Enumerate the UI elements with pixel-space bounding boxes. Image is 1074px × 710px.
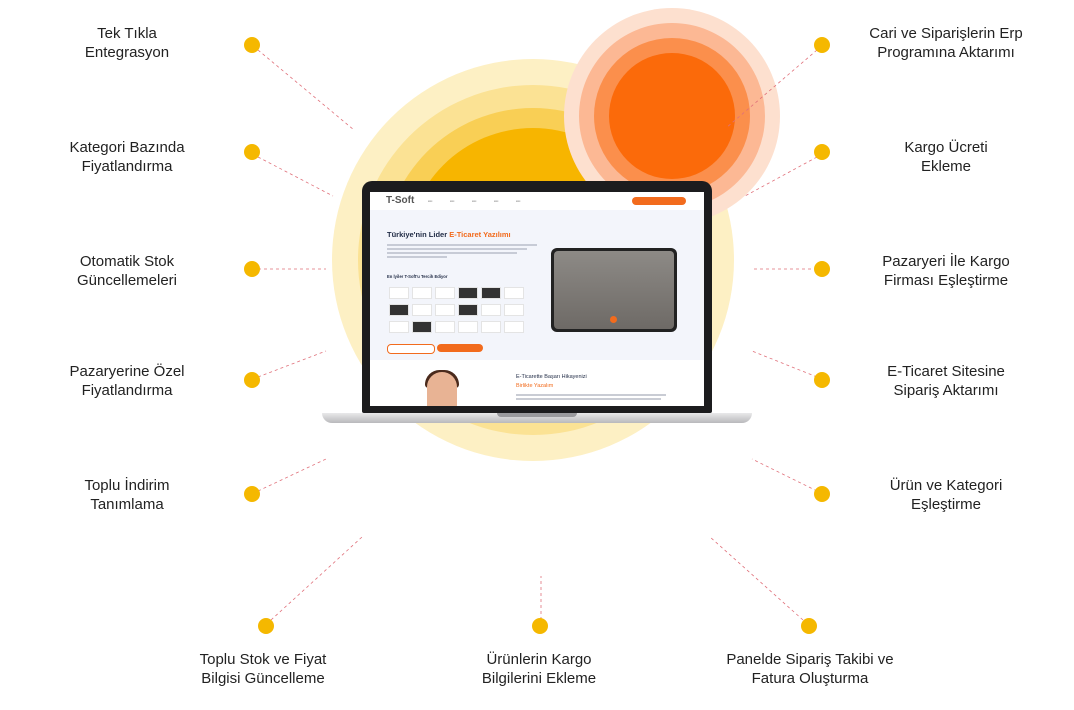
brand-logo [389, 304, 409, 316]
connector-line [270, 536, 363, 621]
connector-line [751, 350, 818, 378]
connector-line [751, 458, 818, 492]
nav-item: ▪▪▪▪ [494, 199, 499, 203]
hero-paragraph-line [387, 244, 537, 246]
feature-dot [814, 372, 830, 388]
brand-logo [389, 321, 409, 333]
connector-line [744, 156, 818, 197]
laptop-base [322, 413, 752, 423]
brand-logo [412, 287, 432, 299]
feature-dot [258, 618, 274, 634]
brand-logo [435, 304, 455, 316]
laptop-notch [497, 413, 577, 417]
site-navbar: T-Soft ▪▪▪▪ ▪▪▪▪ ▪▪▪▪ ▪▪▪▪ ▪▪▪▪ [370, 192, 704, 211]
brand-logo [435, 287, 455, 299]
feature-dot [814, 261, 830, 277]
feature-dot [814, 37, 830, 53]
story-accent: Birlikte Yazalım [516, 383, 554, 389]
story-paragraph-line [516, 398, 661, 400]
brand-logo [504, 321, 524, 333]
hero-paragraph-line [387, 248, 527, 250]
brand-logo [435, 321, 455, 333]
orange-disc-core [609, 53, 735, 179]
nav-item: ▪▪▪▪ [516, 199, 521, 203]
hero-primary-button [437, 344, 483, 352]
story-paragraph-line [516, 394, 666, 396]
nav-item: ▪▪▪▪ [472, 199, 477, 203]
hero-paragraph-line [387, 252, 517, 254]
brand-logo [412, 321, 432, 333]
connector-line [709, 536, 804, 621]
nav-cta-button [632, 197, 686, 205]
brand-logo [412, 304, 432, 316]
feature-dot [244, 261, 260, 277]
nav-item: ▪▪▪▪ [428, 199, 433, 203]
connector-line [257, 458, 327, 492]
brand-logo [504, 304, 524, 316]
play-icon [610, 316, 617, 323]
hero-secondary-button [387, 344, 435, 354]
connector-line [725, 49, 818, 129]
connector-line [257, 156, 334, 197]
tsoft-logo: T-Soft [386, 195, 415, 206]
feature-dot [814, 144, 830, 160]
story-title: E-Ticarette Başarı Hikayenizi [516, 374, 587, 380]
brand-logo [458, 287, 478, 299]
feature-dot [244, 372, 260, 388]
brand-logo [458, 321, 478, 333]
person-photo [427, 372, 457, 406]
brand-logo [458, 304, 478, 316]
brand-logo [481, 304, 501, 316]
brand-logo [389, 287, 409, 299]
connector-line [257, 49, 355, 131]
feature-dot [244, 144, 260, 160]
nav-item: ▪▪▪▪ [450, 199, 455, 203]
feature-dot [801, 618, 817, 634]
connector-line [257, 350, 327, 378]
feature-dot [244, 37, 260, 53]
brands-title: En İyiler T-Soft'u Tercih Ediyor [387, 274, 448, 279]
brand-logo [481, 287, 501, 299]
laptop-screen: T-Soft ▪▪▪▪ ▪▪▪▪ ▪▪▪▪ ▪▪▪▪ ▪▪▪▪ Türkiye'… [370, 192, 704, 406]
feature-dot [814, 486, 830, 502]
brand-logo [481, 321, 501, 333]
feature-dot [244, 486, 260, 502]
hero-paragraph-line [387, 256, 447, 258]
hero-title: Türkiye'nin Lider E-Ticaret Yazılımı [387, 230, 511, 239]
feature-dot [532, 618, 548, 634]
brand-logo [504, 287, 524, 299]
